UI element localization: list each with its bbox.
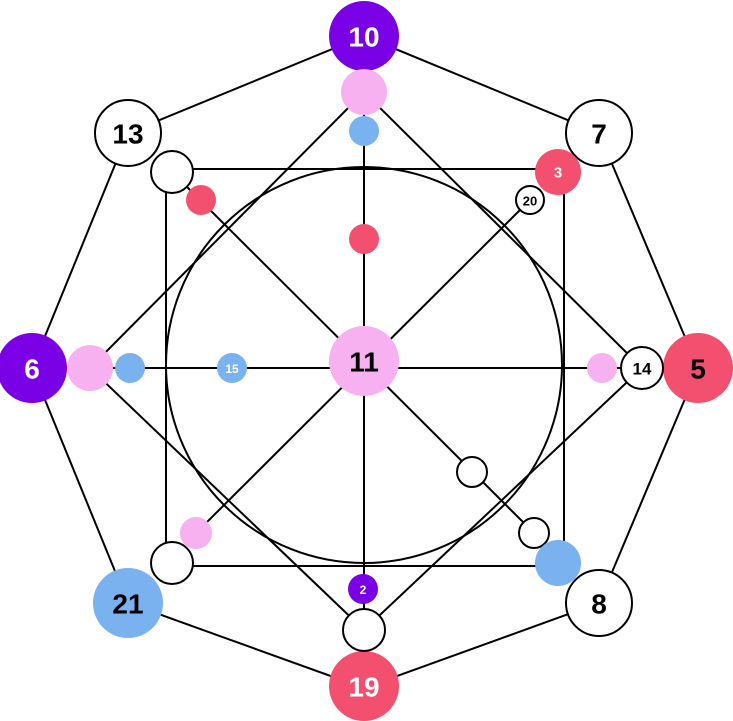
node-14-label: 14 (633, 360, 652, 379)
node-3-label: 3 (554, 165, 562, 182)
node-20-label: 20 (523, 194, 537, 209)
node-3: 3 (535, 149, 581, 195)
dot-pink-bottom-left (180, 517, 212, 549)
node-8-label: 8 (591, 589, 607, 620)
edge-top-left (89, 91, 365, 369)
node-5-label: 5 (690, 354, 706, 385)
node-6: 6 (0, 333, 67, 403)
node-14: 14 (620, 346, 664, 390)
node-10-label: 10 (348, 22, 379, 53)
dot-blue-left (115, 353, 145, 383)
dot-white-bottom-left (150, 541, 194, 585)
node-7: 7 (565, 99, 633, 167)
dot-red-top-left (186, 185, 216, 215)
dot-white-top-left (150, 150, 194, 194)
dot-pink-top (341, 69, 387, 115)
node-5: 5 (663, 333, 733, 403)
node-2-label: 2 (360, 583, 367, 597)
dot-blue-top (349, 116, 379, 146)
dot-pink-right (587, 353, 617, 383)
edge-bottom-left (89, 367, 365, 631)
node-11: 11 (329, 326, 399, 396)
node-2: 2 (348, 574, 378, 604)
node-10: 10 (329, 1, 399, 71)
node-15: 15 (217, 353, 247, 383)
node-19-label: 19 (348, 672, 379, 703)
edge-bottom-right (363, 367, 643, 631)
node-15-label: 15 (225, 362, 239, 376)
node-6-label: 6 (24, 354, 40, 385)
node-21-label: 21 (112, 589, 143, 620)
node-21: 21 (93, 568, 163, 638)
dot-red-upper (349, 224, 379, 254)
dot-white-mid-right (456, 456, 488, 488)
node-11-label: 11 (349, 347, 379, 378)
dot-blue-bottom-right (535, 540, 581, 586)
edge-top-right (363, 91, 643, 369)
node-13: 13 (94, 99, 162, 167)
node-13-label: 13 (112, 119, 143, 150)
dot-white-lower-right (518, 517, 550, 549)
node-8: 8 (565, 569, 633, 637)
dot-pink-left (67, 345, 113, 391)
dot-white-bottom (342, 608, 386, 652)
node-20: 20 (515, 185, 545, 215)
node-7-label: 7 (591, 119, 607, 150)
node-19: 19 (329, 651, 399, 721)
